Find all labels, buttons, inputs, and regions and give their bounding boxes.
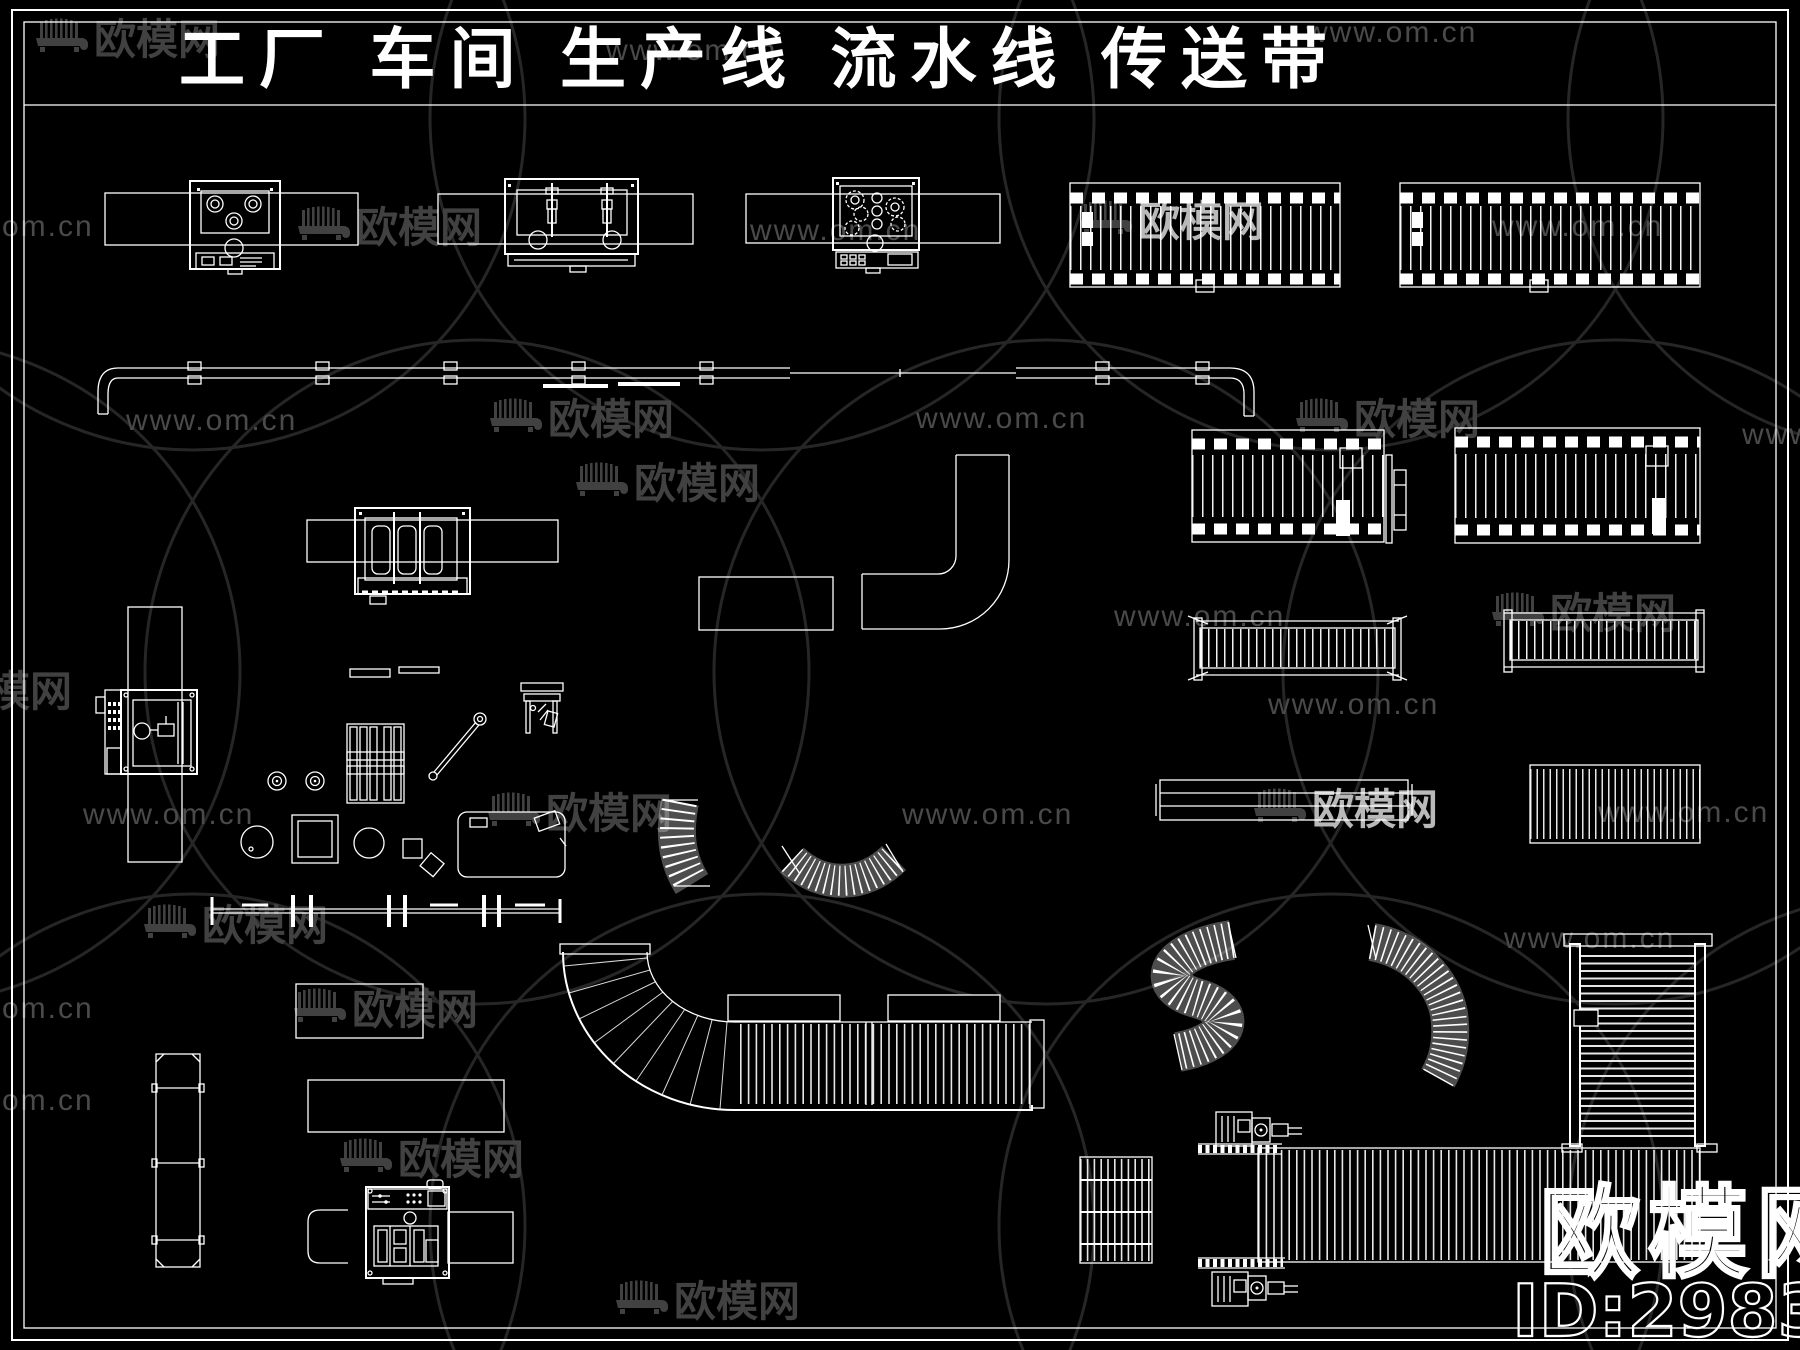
work-cart [520, 682, 564, 734]
linkage-rod [428, 712, 487, 781]
svg-text:欧模网: 欧模网 [0, 667, 72, 716]
belt-segment-rect-2 [295, 983, 424, 1039]
svg-text:www.om.cn: www.om.cn [82, 798, 254, 831]
arc-slat-piece [780, 843, 907, 898]
vertical-belt-segment [151, 1053, 205, 1268]
svg-text:www.: www. [1741, 418, 1800, 451]
slat-machine-block [306, 507, 559, 605]
washer-machine-block [104, 180, 359, 275]
svg-text:www.om.cn: www.om.cn [1267, 688, 1439, 721]
rail-conveyor [97, 361, 1255, 417]
curved-slat-conveyor [559, 943, 1045, 1111]
roller-conveyor-mid-2 [1454, 427, 1701, 544]
base-plate [457, 809, 567, 878]
forklift-unit-2 [1211, 1271, 1298, 1307]
ladder-conveyor-1 [1187, 615, 1408, 681]
svg-text:欧模网: 欧模网 [548, 395, 674, 444]
roller-conveyor-mid-1 [1191, 429, 1407, 544]
control-machine-block [307, 1179, 514, 1285]
svg-text:om.cn: om.cn [2, 210, 94, 243]
vertical-conveyor-machine [95, 606, 198, 863]
item-id-text: ID:2983689 [1512, 1269, 1800, 1350]
svg-text:欧模网: 欧模网 [398, 1135, 524, 1184]
svg-text:www.om.cn: www.om.cn [749, 214, 921, 247]
pallet [346, 723, 405, 804]
svg-text:om.cn: om.cn [2, 1084, 94, 1117]
clamp-machine-block [437, 178, 694, 273]
svg-text:欧模网: 欧模网 [1354, 395, 1480, 444]
belt-segment-rect [698, 576, 834, 631]
page-title: 工厂 车间 生产线 流水线 传送带 [179, 24, 1341, 97]
ladder-conveyor-2 [1503, 609, 1705, 673]
belt-side-bar [1155, 779, 1413, 821]
svg-text:欧模网: 欧模网 [352, 985, 478, 1034]
svg-text:www.om.cn: www.om.cn [901, 798, 1073, 831]
curved-ladder-piece [657, 798, 710, 894]
belt-segment-rect-3 [307, 1079, 505, 1133]
svg-text:www.om.cn: www.om.cn [1491, 210, 1663, 243]
svg-text:om.cn: om.cn [2, 992, 94, 1025]
roller-conveyor-top-2 [1399, 182, 1701, 293]
svg-text:欧模网: 欧模网 [94, 15, 220, 64]
site-logo-watermark: 欧模网 ID:2983689 [1511, 1174, 1800, 1350]
elbow-duct [861, 454, 1010, 630]
svg-text:www.om.cn: www.om.cn [1597, 796, 1769, 829]
forklift-unit-1 [1215, 1111, 1302, 1147]
svg-text:www.om.cn: www.om.cn [125, 404, 297, 437]
axle-shaft [210, 895, 562, 927]
gear-machine-block [745, 177, 1001, 274]
s-curve-slat-piece [1150, 920, 1245, 1072]
site-logo-text: 欧模网 [1540, 1175, 1800, 1292]
small-parts-cluster [240, 666, 567, 878]
roller-conveyor-top-1 [1069, 182, 1341, 293]
sheet-border [11, 9, 1789, 1341]
watermark-layer: 欧模网 www.om.cn www.om.cn 欧模网 欧模网 om.cn ww… [0, 15, 1800, 1326]
hook-slat-piece [1367, 923, 1470, 1088]
gate-frame-conveyor [1561, 933, 1718, 1153]
watermark-url: www.om.cn [605, 34, 777, 67]
svg-text:www.om.cn: www.om.cn [1503, 922, 1675, 955]
slat-panel-right [1529, 764, 1701, 844]
svg-text:www.om.cn: www.om.cn [915, 402, 1087, 435]
bottom-band-assembly [1079, 1111, 1701, 1307]
svg-text:欧模网: 欧模网 [634, 459, 760, 508]
svg-text:欧模网: 欧模网 [674, 1277, 800, 1326]
svg-text:欧模网: 欧模网 [546, 789, 672, 838]
watermark-brand: 欧模网 [36, 15, 220, 64]
